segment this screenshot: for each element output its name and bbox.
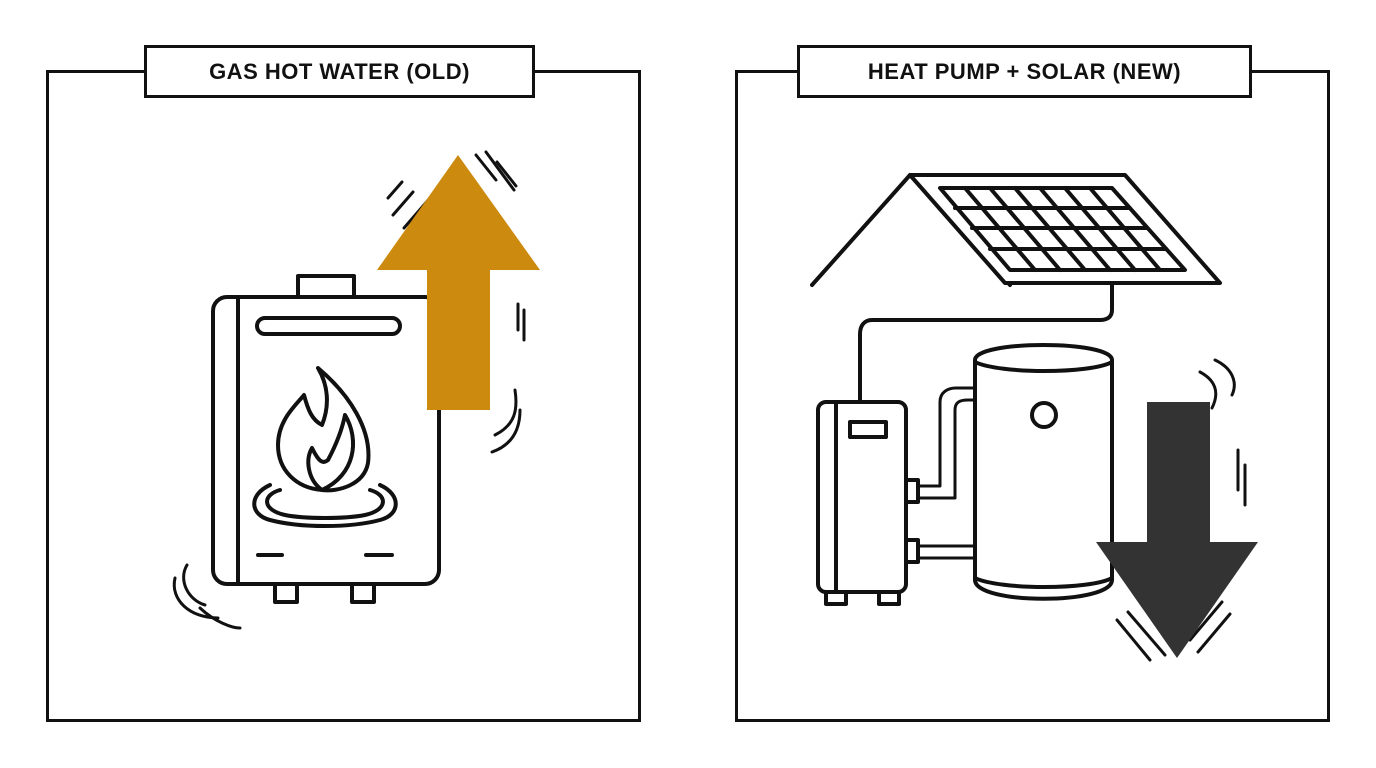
arrow-up-icon — [377, 155, 540, 410]
heat-pump-solar-icon — [810, 173, 1222, 606]
pipes — [916, 386, 977, 560]
panel-title-left: GAS HOT WATER (OLD) — [144, 45, 535, 98]
gas-water-heater-icon — [211, 274, 441, 604]
heat-pump-unit-icon — [816, 400, 920, 606]
water-tank-icon — [973, 343, 1114, 601]
motion-lines — [1115, 358, 1247, 662]
solar-panel-icon — [908, 173, 1222, 285]
panel-title-right: HEAT PUMP + SOLAR (NEW) — [797, 45, 1252, 98]
burner-icon — [252, 483, 398, 528]
flame-icon — [276, 366, 371, 493]
arrow-down-icon — [1096, 402, 1258, 658]
